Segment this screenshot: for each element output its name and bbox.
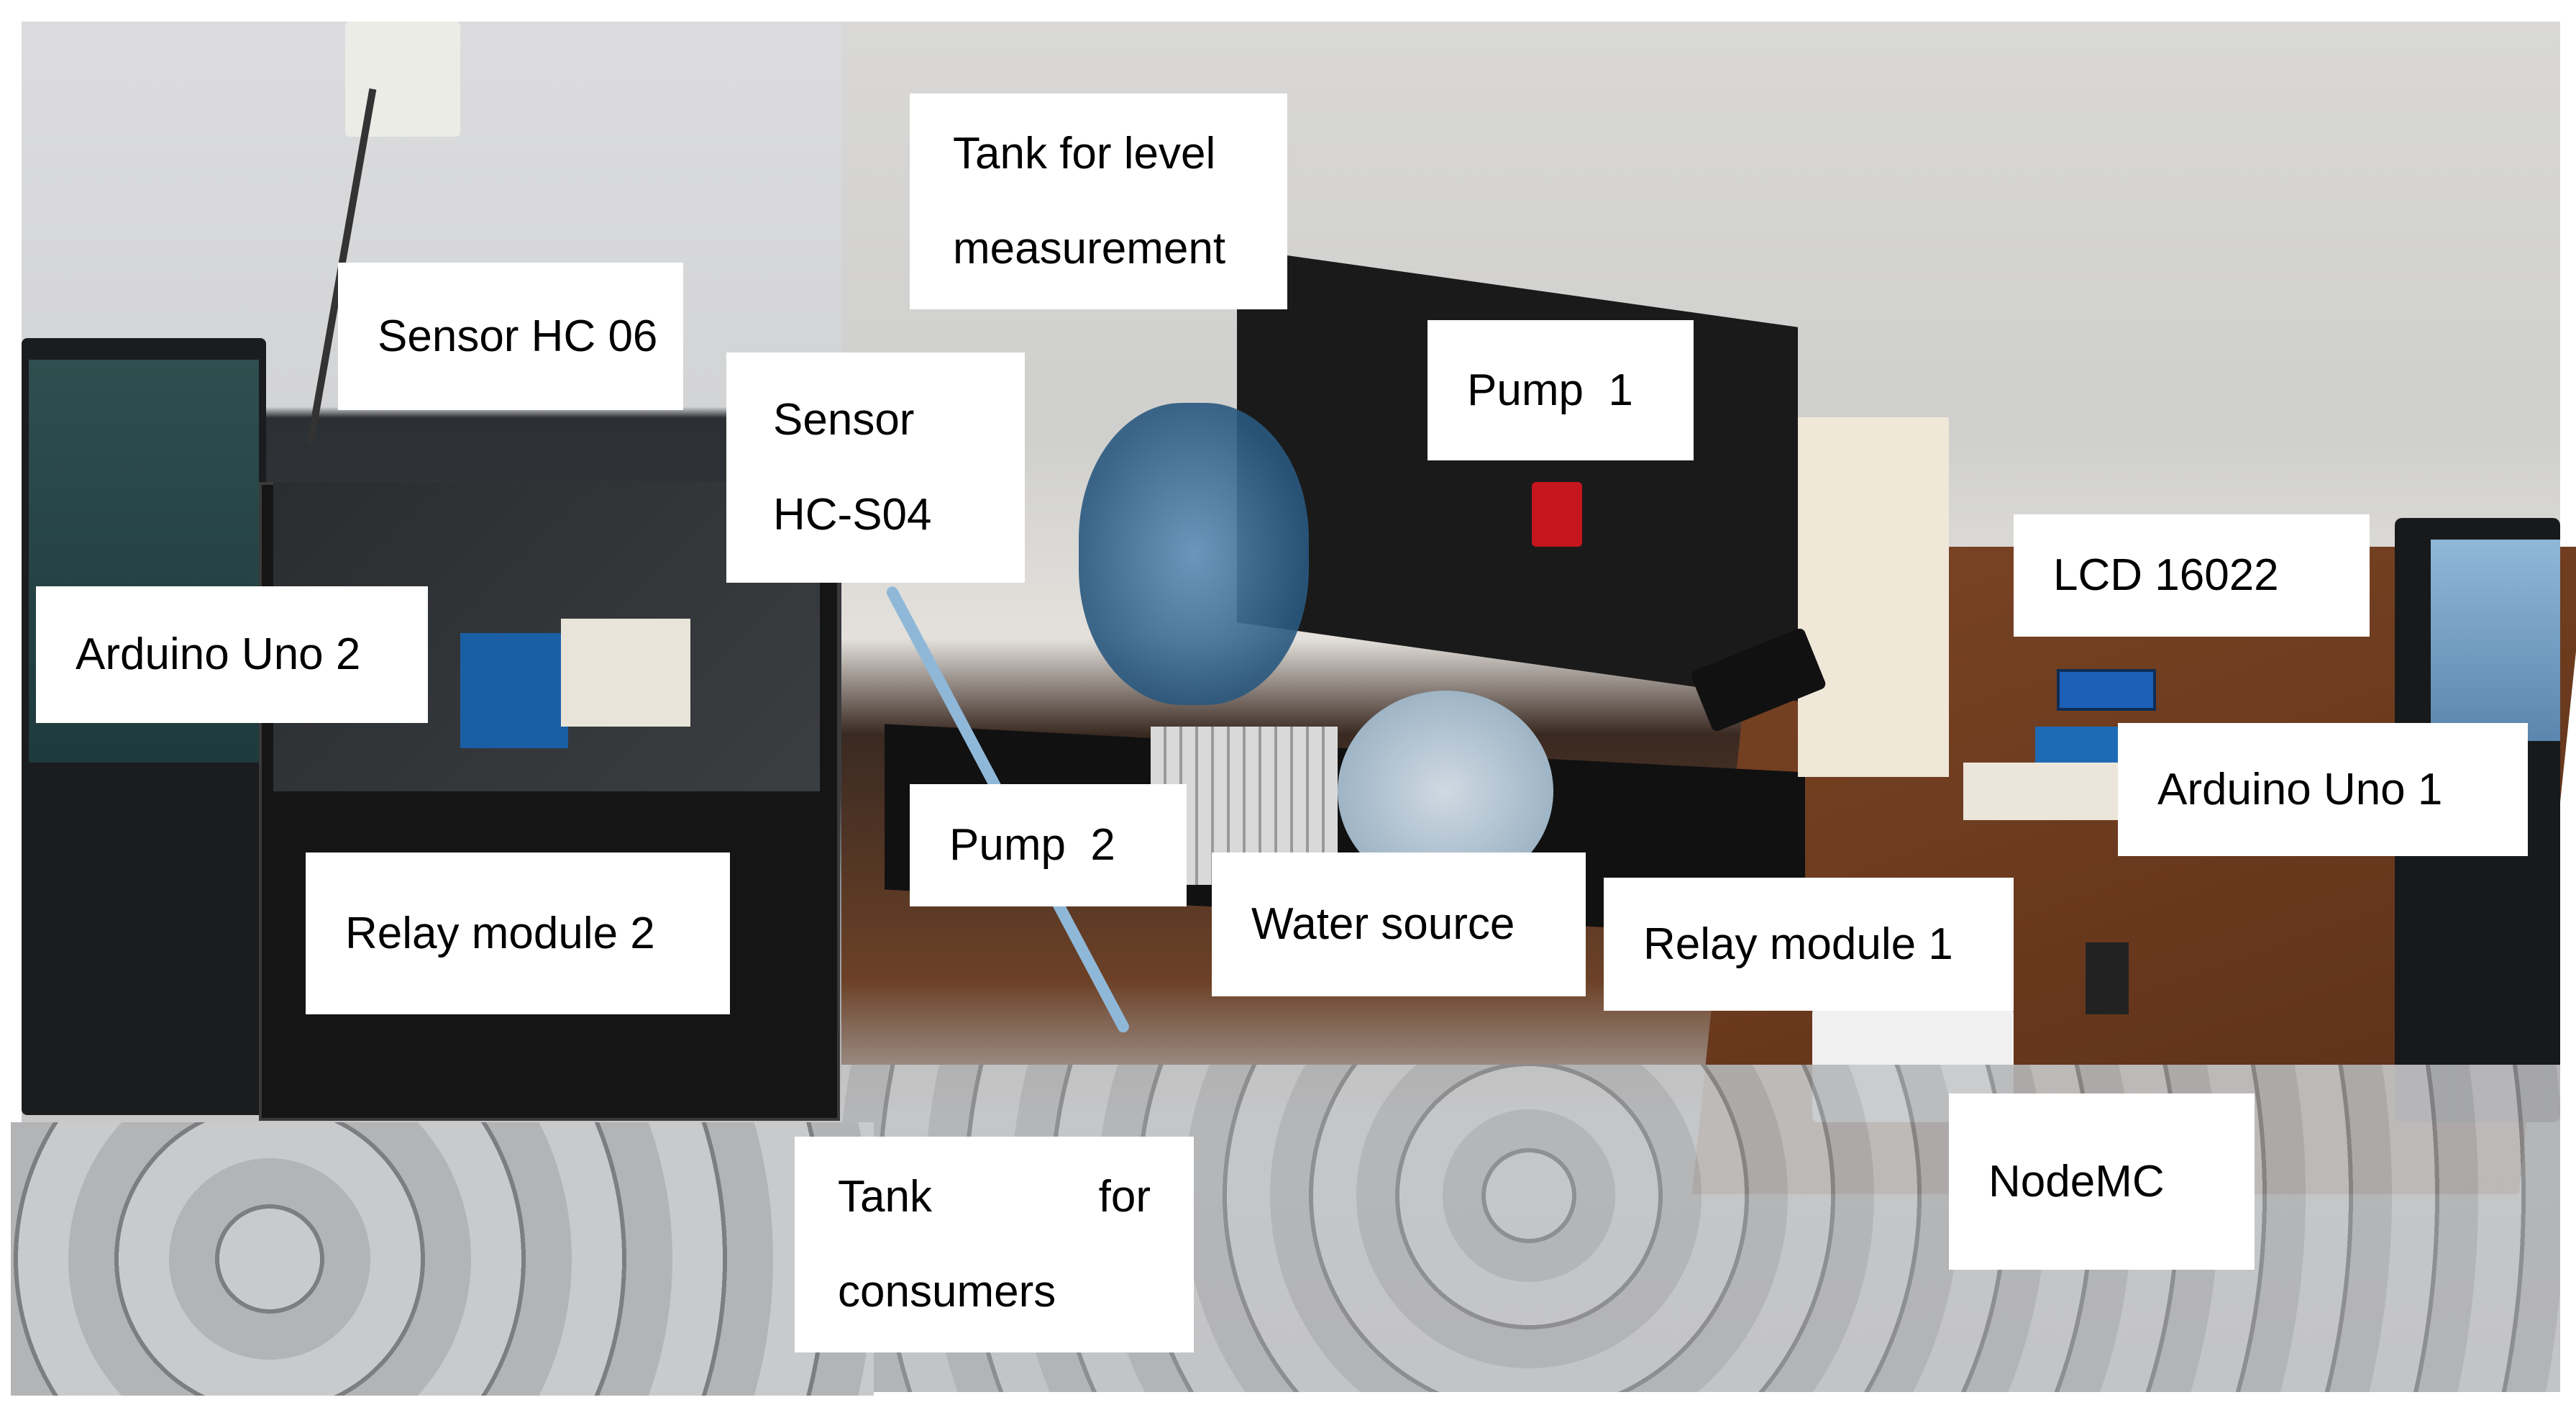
label-sensor-hcs04-line1: Sensor [773, 395, 915, 445]
floor-tiles-left [11, 1122, 874, 1396]
label-pump-2: Pump 2 [910, 784, 1187, 906]
label-tank-level-line1: Tank for level [953, 129, 1216, 178]
label-water-source-text: Water source [1251, 899, 1515, 949]
label-pump-2-text: Pump 2 [949, 820, 1115, 870]
label-relay-module-2: Relay module 2 [306, 852, 730, 1014]
label-tank-level: Tank for level measurement [910, 94, 1287, 309]
label-water-source: Water source [1212, 852, 1586, 996]
breadboard-left [561, 619, 690, 727]
label-tank-consumers-word-for: for [1098, 1172, 1151, 1222]
label-pump-1-text: Pump 1 [1467, 365, 1633, 415]
label-arduino-uno-2-text: Arduino Uno 2 [76, 629, 361, 679]
label-arduino-uno-1: Arduino Uno 1 [2118, 723, 2528, 856]
label-tank-consumers-line1: Tank for [838, 1175, 1151, 1219]
arduino-board-2 [460, 633, 568, 748]
label-tank-consumers-word-tank: Tank [838, 1172, 932, 1222]
label-sensor-hc06-text: Sensor HC 06 [378, 311, 658, 361]
wall-socket [345, 22, 460, 137]
label-tank-consumers-line2: consumers [838, 1267, 1056, 1316]
label-lcd-text: LCD 16022 [2053, 550, 2279, 600]
lcd-display [2057, 669, 2156, 711]
white-board [1798, 417, 1949, 777]
pump-1-device [1532, 482, 1582, 547]
label-relay-module-1-text: Relay module 1 [1643, 919, 1953, 969]
label-lcd: LCD 16022 [2014, 514, 2370, 637]
level-tank-bottle [1079, 403, 1309, 705]
label-arduino-uno-1-text: Arduino Uno 1 [2157, 764, 2443, 814]
label-sensor-hc06: Sensor HC 06 [338, 263, 683, 410]
label-pump-1: Pump 1 [1428, 320, 1694, 460]
label-nodemcu: NodeMC [1949, 1093, 2255, 1270]
label-relay-module-2-text: Relay module 2 [345, 908, 655, 958]
label-relay-module-1: Relay module 1 [1604, 878, 2014, 1011]
breadboard-right [1963, 763, 2121, 820]
label-tank-level-line2: measurement [953, 224, 1226, 273]
label-arduino-uno-2: Arduino Uno 2 [36, 586, 428, 723]
right-laptop-screen [2431, 540, 2560, 741]
black-tank-box [1237, 248, 1798, 701]
nodemcu-board [2086, 942, 2129, 1014]
label-sensor-hcs04: Sensor HC-S04 [726, 353, 1025, 583]
label-sensor-hcs04-line2: HC-S04 [773, 490, 932, 540]
label-tank-consumers: Tank for consumers [795, 1137, 1194, 1352]
label-nodemcu-text: NodeMC [1988, 1156, 2165, 1206]
